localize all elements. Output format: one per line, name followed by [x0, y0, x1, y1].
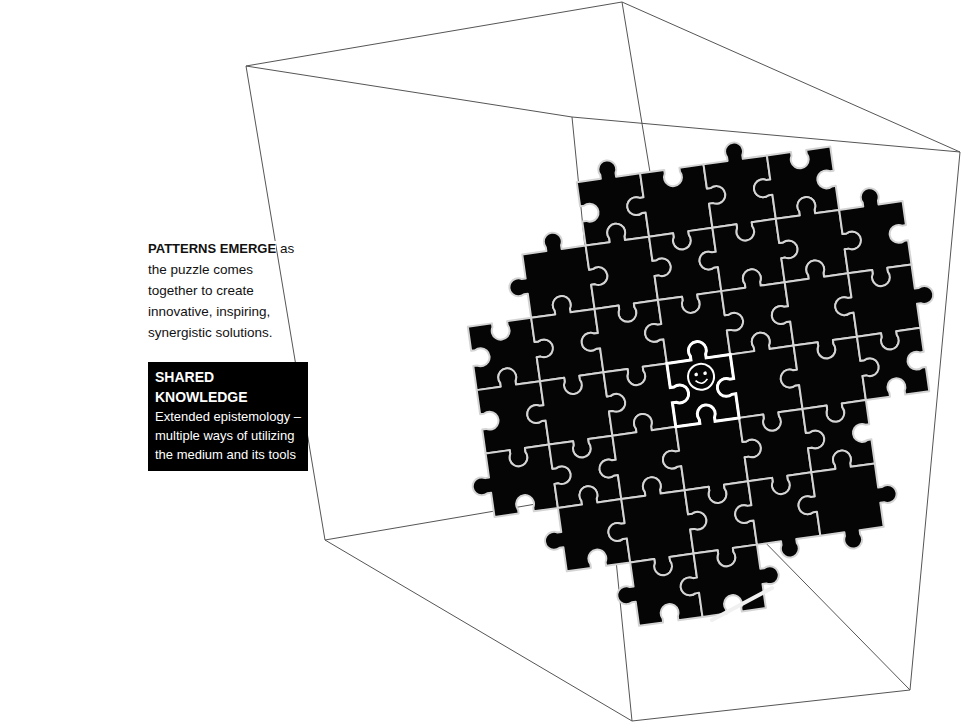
cube-edge [572, 117, 960, 152]
puzzle-piece [676, 542, 783, 619]
jigsaw-puzzle [430, 118, 973, 646]
highlighted-piece [664, 337, 739, 427]
caption-text: PATTERNS EMERGEas the puzzle comes toget… [148, 238, 300, 343]
smiley-eye [703, 371, 707, 375]
cube-edge [622, 2, 960, 152]
smiley-face [686, 362, 715, 391]
smiley-head [686, 362, 715, 391]
cube-edge [246, 66, 572, 117]
smiley-mouth [696, 379, 708, 384]
arrow-streak [712, 588, 772, 620]
heading-label: PATTERNS EMERGE [148, 241, 276, 256]
cube-edge [632, 690, 910, 721]
box-heading: SHARED KNOWLEDGE [155, 367, 301, 407]
box-body: Extended epistemology – multiple ways of… [155, 407, 301, 464]
smiley-eye [694, 372, 698, 376]
knowledge-box: SHARED KNOWLEDGEExtended epistemology – … [148, 362, 308, 471]
puzzle-piece [857, 328, 929, 400]
puzzle-piece [792, 444, 904, 556]
cube-edge [910, 152, 960, 690]
cube-edge [246, 2, 622, 66]
wireframe-cube [246, 2, 960, 721]
puzzle-piece [750, 147, 840, 222]
